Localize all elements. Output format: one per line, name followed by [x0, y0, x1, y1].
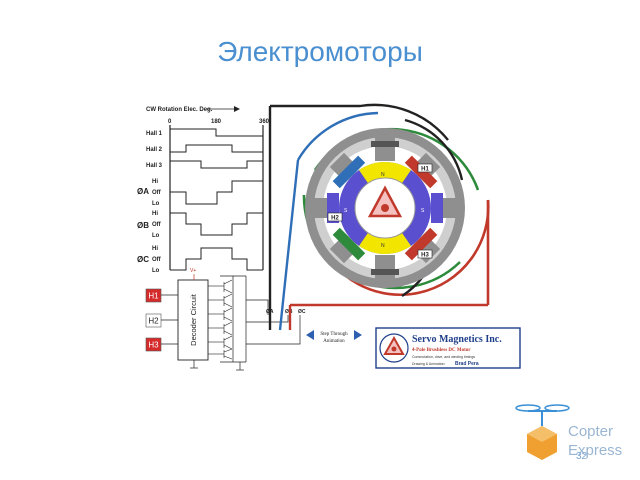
phase-a-lo: Lo: [152, 201, 160, 207]
pole-n-bottom: N: [381, 243, 385, 249]
logo-line-1: Copter: [568, 423, 613, 440]
phase-c-output: ØC: [298, 309, 306, 315]
tick-180: 180: [211, 119, 222, 125]
rotation-label: CW Rotation Elec. Deg.: [146, 107, 213, 113]
slide-number: 32: [576, 451, 588, 462]
hall-sensor-h1: [417, 163, 433, 173]
coil-wire-blue: [296, 111, 379, 161]
hall-2-label: Hall 2: [146, 147, 163, 153]
decoder-label: Decoder Circuit: [189, 293, 198, 346]
phase-c-hi: Hi: [152, 246, 158, 252]
sensor-h3-label: H3: [148, 341, 159, 350]
pole-s-left: S: [344, 208, 348, 214]
sensor-h1[interactable]: [145, 288, 162, 303]
phase-b-hi: Hi: [152, 211, 158, 217]
hall-sensor-h3-label: H3: [421, 253, 429, 259]
company-label: Servo Magnetics Inc. 4-Pole Brushless DC…: [375, 327, 521, 369]
phase-c-wave: [170, 247, 263, 271]
company-description: Commutation, drive, and winding timings: [412, 355, 475, 359]
sensor-h1-label: H1: [148, 292, 159, 301]
tick-360: 360: [259, 119, 270, 125]
hall-3-label: Hall 3: [146, 163, 163, 169]
step-back-icon[interactable]: [306, 330, 314, 340]
phase-c-lo: Lo: [152, 268, 160, 274]
hall-sensor-h2: [327, 212, 343, 222]
hall-sensor-h1-label: H1: [421, 167, 429, 173]
step-forward-icon[interactable]: [354, 330, 362, 340]
company-name: Servo Magnetics Inc.: [412, 334, 502, 345]
rotation-arrow-icon: [234, 106, 240, 112]
decoder-box: [177, 279, 209, 361]
sensor-h3[interactable]: [145, 337, 162, 352]
company-credit-name: Brad Pera: [455, 361, 479, 367]
rotation-indicator-icon: [367, 185, 403, 218]
motor-cross-section: N S N S H1 H2 H3: [268, 103, 490, 331]
phase-b-off: Off: [152, 222, 162, 228]
step-through-button[interactable]: Step Through Animation: [306, 330, 362, 344]
phase-b-wave: [170, 212, 263, 236]
copter-express-logo: Copter Express: [515, 404, 622, 460]
hall-1-wave: [170, 128, 263, 137]
slide-title: Электромоторы: [217, 36, 423, 67]
phase-b-label: ØB: [137, 221, 149, 230]
phase-a-off: Off: [152, 190, 162, 196]
phase-b-lo: Lo: [152, 233, 160, 239]
step-label-2: Animation: [323, 339, 345, 344]
hall-sensor-h3: [417, 249, 433, 259]
phase-b: Hi ØB Off Lo: [137, 211, 263, 239]
coil-wire-black: [270, 103, 449, 141]
company-credit-label: Drawing & Animation:: [412, 362, 445, 366]
phase-wires: [246, 299, 301, 345]
hall-3-wave: [170, 160, 263, 169]
sensor-h2-label: H2: [148, 317, 159, 326]
tick-0: 0: [168, 119, 172, 125]
phase-c: Hi ØC Off Lo: [137, 246, 263, 274]
step-label-1: Step Through: [320, 332, 348, 337]
phase-a-wave: [170, 180, 263, 205]
phase-a-label: ØA: [137, 187, 149, 196]
hall-2-wave: [170, 144, 263, 153]
phase-c-label: ØC: [137, 255, 149, 264]
transistor-bank: [208, 279, 233, 360]
hall-sensor-h2-label: H2: [331, 216, 339, 222]
pole-s-right: S: [421, 208, 425, 214]
hall-1-label: Hall 1: [146, 131, 163, 137]
company-subtitle: 4-Pole Brushless DC Motor: [412, 348, 471, 353]
coil-winding-green: [332, 227, 366, 261]
phase-a-hi: Hi: [152, 179, 158, 185]
timing-diagram: CW Rotation Elec. Deg. 0 180 360 Hall 1 …: [137, 106, 270, 274]
phase-c-off: Off: [152, 257, 162, 263]
pole-n-top: N: [381, 172, 385, 178]
supply-label: V+: [190, 268, 196, 274]
logo-line-2: Express: [568, 442, 622, 459]
phase-a: Hi ØA Off Lo: [137, 179, 263, 207]
coil-winding-blue: [332, 155, 366, 189]
sensor-h2[interactable]: [145, 313, 162, 328]
